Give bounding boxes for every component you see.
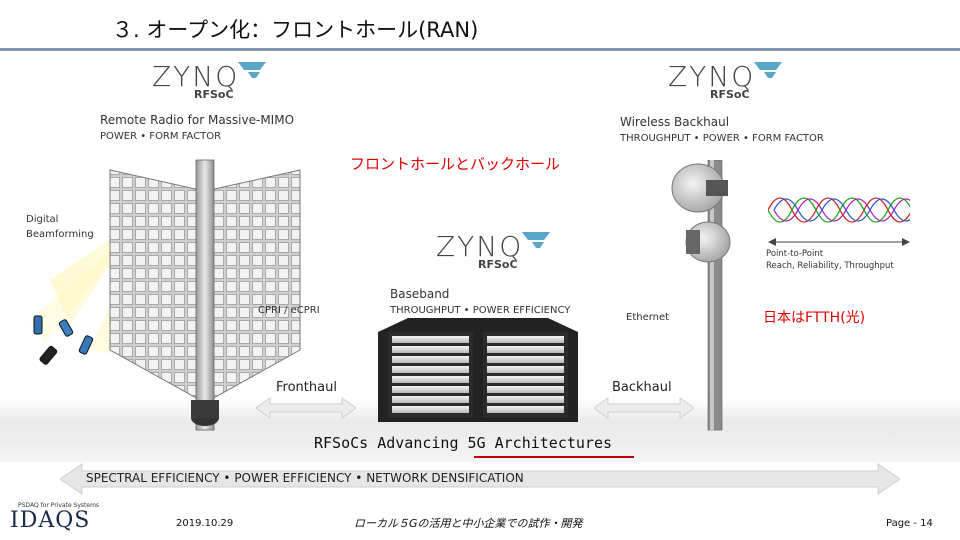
backhaul-arrow-icon — [594, 396, 694, 420]
ethernet-label: Ethernet — [626, 312, 669, 323]
point-to-point-arrow-icon — [768, 236, 910, 248]
logo-sub: RFSoC — [194, 88, 234, 101]
point-to-point-line-2: Reach, Reliability, Throughput — [766, 260, 894, 272]
backhaul-pole-illustration — [660, 160, 770, 435]
advancing-heading: RFSoCs Advancing 5G Architectures — [314, 434, 612, 452]
idaqs-logo: PSDAQ for Private Systems IDAQS — [6, 502, 106, 538]
advancing-underline — [474, 456, 634, 458]
spectral-efficiency-label: SPECTRAL EFFICIENCY • POWER EFFICIENCY •… — [86, 471, 524, 485]
zynq-logo-backhaul: ZYNQ RFSoC — [668, 60, 788, 104]
wave-signals-illustration — [768, 186, 910, 234]
remote-radio-heading: Remote Radio for Massive-MIMO — [100, 113, 294, 127]
brand-word: IDAQS — [10, 508, 90, 533]
point-to-point-line-1: Point-to-Point — [766, 248, 894, 260]
logo-tick-icon — [238, 62, 268, 82]
ftth-note: 日本はFTTH(光) — [763, 307, 865, 327]
remote-radio-sub: POWER • FORM FACTOR — [100, 131, 221, 142]
page-number: Page - 14 — [886, 518, 933, 529]
footer-date: 2019.10.29 — [176, 518, 233, 529]
cpri-label: CPRI / eCPRI — [258, 305, 320, 316]
fronthaul-label: Fronthaul — [276, 380, 337, 395]
wireless-backhaul-heading: Wireless Backhaul — [620, 115, 729, 129]
footer-subject: ローカル５Gの活用と中小企業での試作・開発 — [354, 515, 583, 531]
baseband-sub: THROUGHPUT • POWER EFFICIENCY — [390, 305, 570, 316]
fronthaul-arrow-icon — [256, 396, 356, 420]
zynq-logo-remote-radio: ZYNQ RFSoC — [152, 60, 272, 104]
point-to-point-label: Point-to-Point Reach, Reliability, Throu… — [766, 248, 894, 272]
page-title: ３. オープン化：フロントホール(RAN) — [112, 14, 478, 44]
baseband-server-illustration — [358, 318, 598, 430]
logo-sub: RFSoC — [710, 88, 750, 101]
logo-tick-icon — [754, 62, 784, 82]
baseband-heading: Baseband — [390, 287, 449, 301]
zynq-logo-baseband: ZYNQ RFSoC — [436, 230, 556, 274]
wireless-backhaul-sub: THROUGHPUT • POWER • FORM FACTOR — [620, 133, 824, 144]
backhaul-label: Backhaul — [612, 380, 672, 395]
logo-tick-icon — [522, 232, 552, 252]
logo-sub: RFSoC — [478, 258, 518, 271]
fronthaul-backhaul-caption: フロントホールとバックホール — [350, 153, 560, 174]
title-rule — [0, 48, 960, 51]
